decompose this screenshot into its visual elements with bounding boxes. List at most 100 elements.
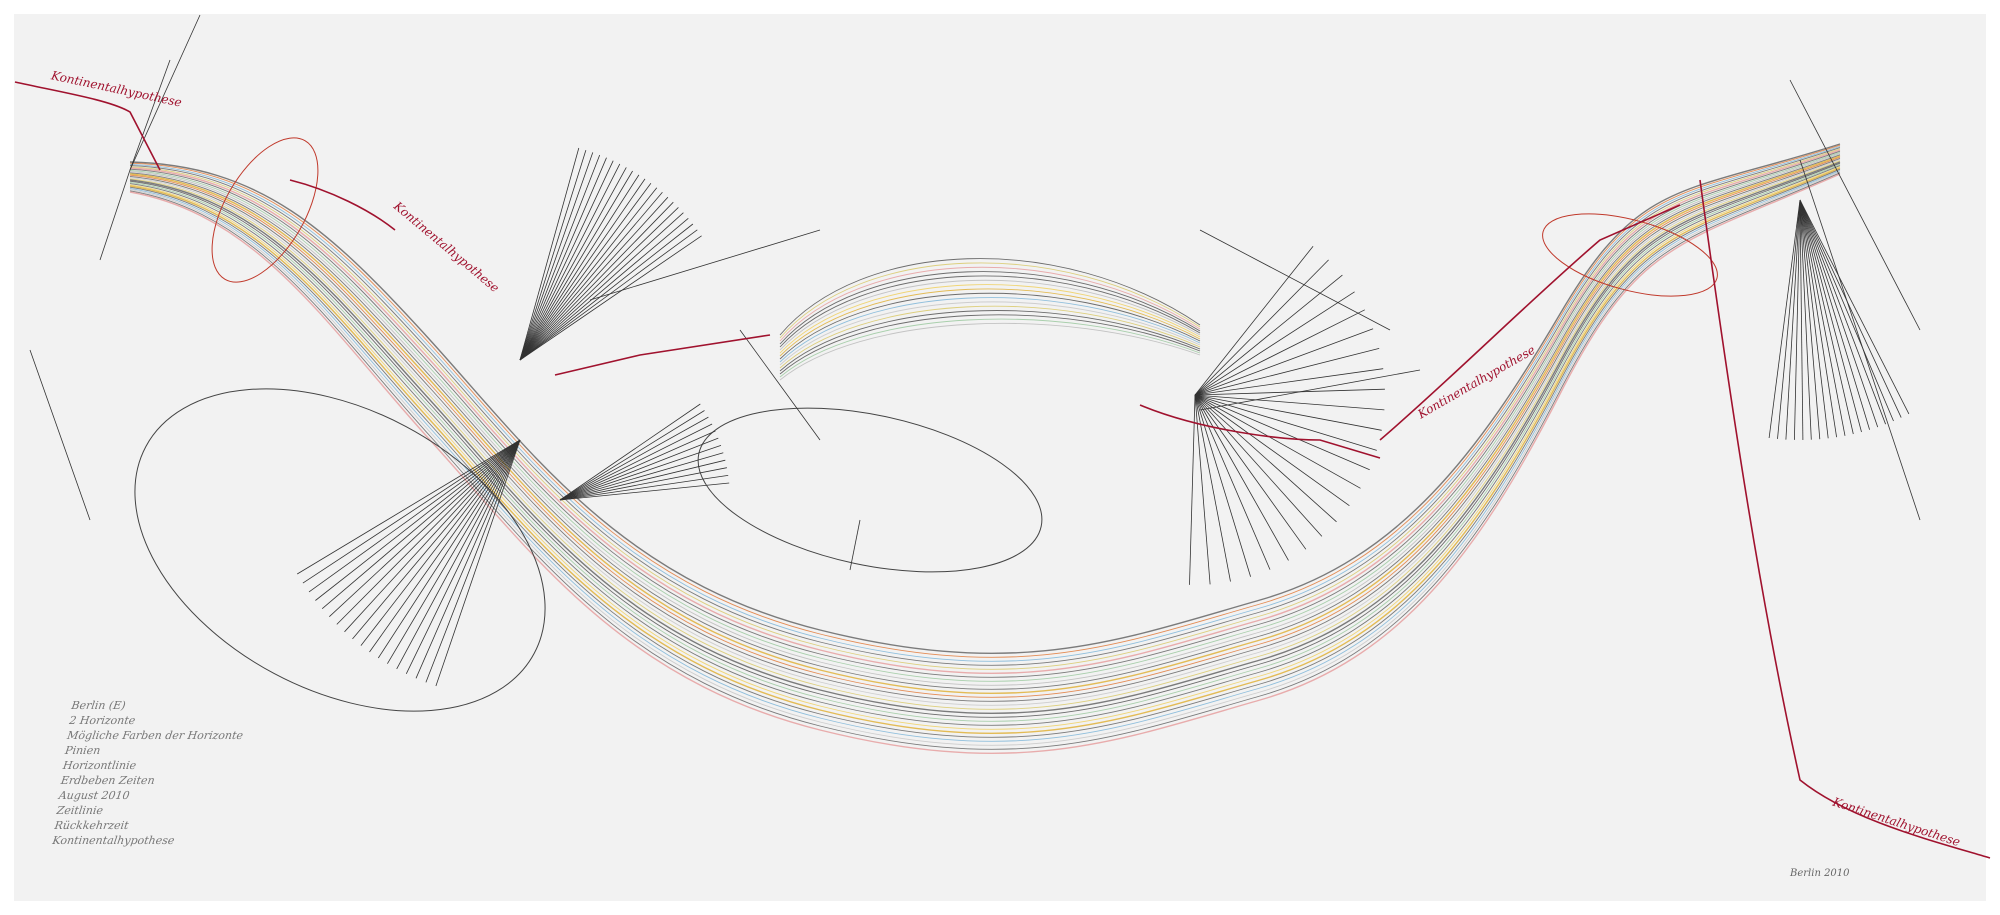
fan-line [1194, 394, 1211, 585]
arch-line [779, 262, 1201, 339]
fan-line [329, 439, 521, 617]
fan-line [519, 152, 594, 361]
arch-line [779, 305, 1201, 369]
center-ellipse [697, 407, 1043, 573]
legend-line: Pinien [64, 744, 102, 757]
fan-line [1799, 199, 1902, 418]
band-line [129, 166, 1841, 730]
arch-line [779, 314, 1201, 375]
legend-line: Mögliche Farben der Horizonte [66, 729, 244, 742]
fan-line [405, 439, 521, 674]
signature: Berlin 2010 [1790, 868, 1850, 879]
fan-line [377, 439, 521, 659]
arch-line [779, 258, 1201, 336]
red-loop-left [211, 137, 319, 283]
fan-line [559, 452, 724, 501]
paper [14, 14, 1986, 901]
guide-line [129, 59, 171, 171]
fan-line [1799, 199, 1804, 441]
fan-line [296, 439, 521, 575]
fan-line [387, 439, 521, 664]
guide-line [29, 349, 91, 521]
fan-line [559, 475, 729, 501]
fan-line [559, 430, 716, 501]
fan-line [519, 207, 679, 361]
band-line [129, 150, 1841, 678]
fan-line [369, 439, 521, 653]
band-line [129, 165, 1841, 726]
fan-lines [29, 14, 1921, 687]
red-line [554, 334, 771, 376]
fan-line [1799, 199, 1829, 439]
fan-line [308, 439, 521, 593]
legend-line: August 2010 [57, 789, 131, 802]
main-horizon-band [129, 143, 1841, 754]
red-line [14, 81, 161, 171]
legend-line: Kontinentalhypothese [51, 834, 176, 847]
fan-line [1194, 394, 1382, 431]
legend-line: Berlin (E) [70, 699, 127, 712]
fan-line [519, 229, 698, 361]
band-line [129, 153, 1841, 686]
fan-line [559, 416, 709, 501]
band-line [129, 167, 1841, 734]
fan-line [559, 467, 727, 501]
fan-line [1799, 199, 1862, 433]
upper-arch-band [779, 258, 1201, 381]
red-lines [14, 81, 1991, 859]
band-line [129, 145, 1841, 662]
band-line [129, 172, 1841, 750]
fan-line [1799, 199, 1879, 428]
fan-line [1194, 394, 1337, 523]
band-line [129, 154, 1841, 690]
red-line [1139, 404, 1381, 459]
fan-line [519, 170, 633, 361]
fan-line [519, 154, 601, 361]
arch-line [779, 288, 1201, 357]
guide-line [849, 519, 861, 571]
fan-line [519, 192, 663, 361]
fan-line [1799, 199, 1846, 436]
fan-line [519, 217, 689, 361]
fan-line [315, 439, 521, 601]
fan-line [559, 459, 726, 501]
arch-line [779, 310, 1201, 372]
fan-line [1777, 199, 1801, 439]
fan-line [360, 439, 521, 646]
fan-line [302, 439, 521, 584]
fan-line [559, 410, 705, 501]
left-ellipse [134, 388, 546, 712]
fan-line [519, 167, 627, 361]
arch-line [779, 279, 1201, 351]
band-line [129, 163, 1841, 722]
fan-line [425, 439, 521, 683]
arch-line [779, 271, 1201, 345]
fan-line [1194, 274, 1343, 396]
band-line [129, 148, 1841, 670]
red-line [289, 179, 396, 231]
fan-line [559, 445, 722, 501]
fan-line [519, 174, 640, 361]
fan-line [519, 157, 607, 361]
band-line [129, 169, 1841, 742]
fan-line [1194, 394, 1361, 489]
legend-line: Zeitlinie [55, 804, 104, 817]
fan-line [1799, 199, 1894, 422]
guide-line [739, 329, 821, 441]
band-line [129, 160, 1841, 710]
fan-line [1768, 199, 1801, 439]
fan-line [519, 196, 669, 361]
arch-line [779, 318, 1201, 378]
fan-line [1799, 199, 1854, 435]
fan-line [1799, 199, 1837, 438]
fan-line [396, 439, 521, 670]
arch-line [779, 284, 1201, 354]
fan-line [336, 439, 521, 625]
guide-line [589, 229, 821, 301]
band-line [129, 173, 1841, 754]
fan-line [1194, 394, 1377, 451]
fan-line [1194, 388, 1385, 396]
fan-line [1194, 259, 1329, 396]
